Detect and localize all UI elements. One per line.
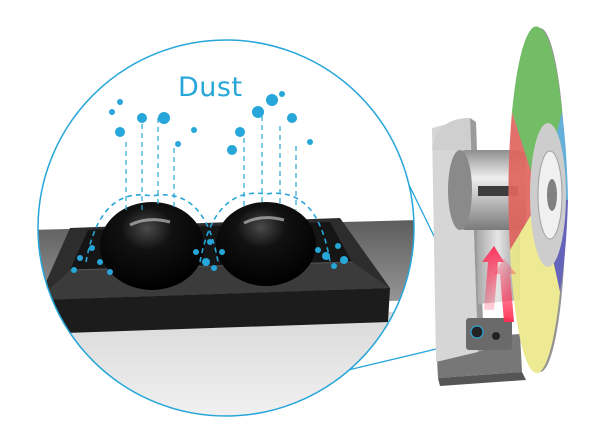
- magnifier-circle: [37, 39, 415, 417]
- light-beam-arrow-icon: [482, 246, 516, 322]
- sensor-sphere-left: [100, 202, 204, 290]
- color-wheel-device: [432, 26, 568, 386]
- magnified-view: [38, 40, 414, 416]
- sensor-housing: [38, 218, 390, 334]
- dust-arcs: [85, 192, 331, 263]
- color-wheel: [508, 26, 568, 374]
- dust-trails: [125, 116, 297, 214]
- wheel-segment-red: [508, 112, 540, 250]
- dust-label: Dust: [178, 72, 243, 103]
- sensor-sphere-right: [216, 202, 316, 286]
- dust-particles: [71, 91, 348, 275]
